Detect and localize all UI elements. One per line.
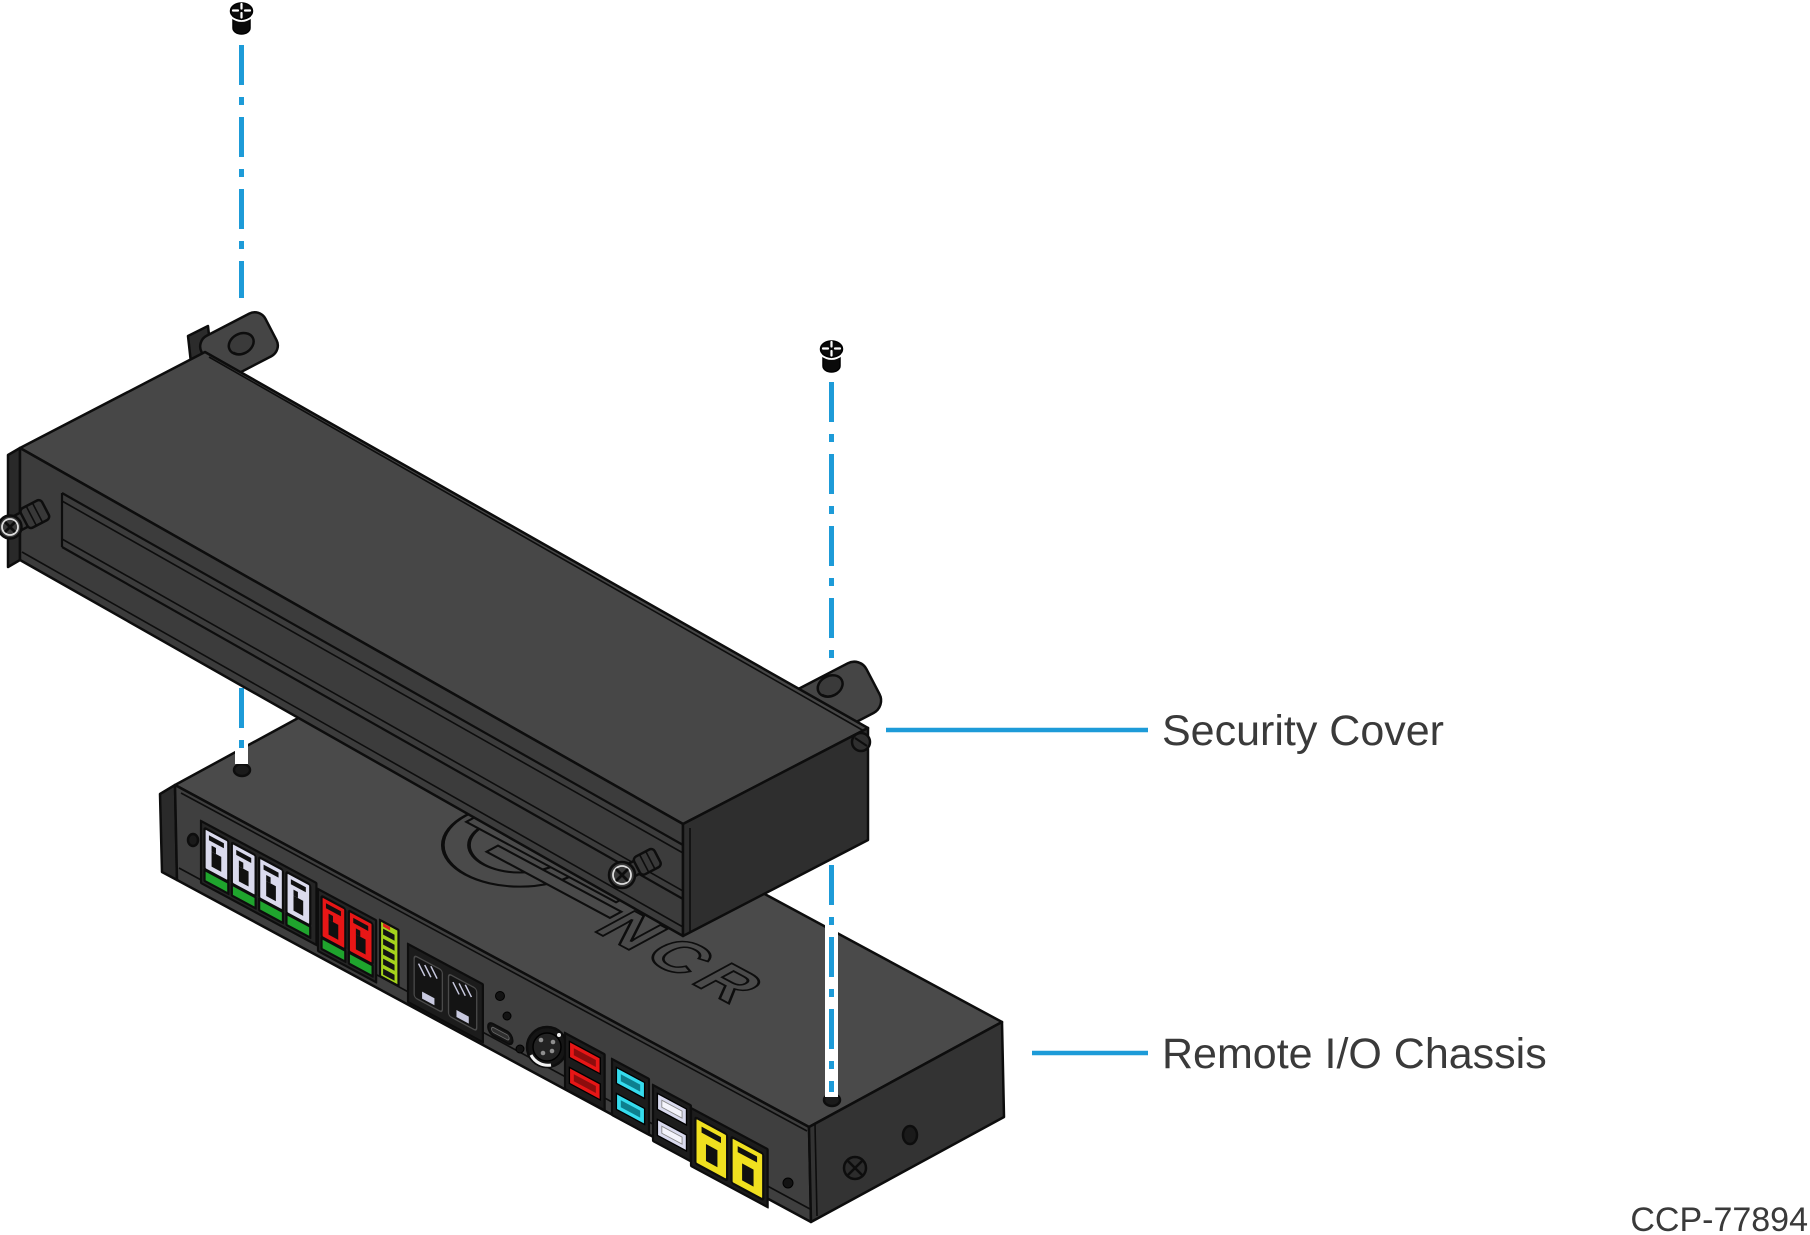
panel-hole: [515, 1044, 525, 1054]
ncr-swoosh-bar: [484, 844, 624, 920]
rj45-port-white: [258, 856, 285, 925]
tab-rivet-slot: [854, 737, 868, 747]
chassis-screw-hole-left: [232, 762, 252, 778]
rj45-bank-yellow: [689, 1106, 769, 1209]
din-connector: [525, 1025, 569, 1069]
mounting-screw-2: [819, 340, 844, 373]
rj45-port-red: [347, 909, 374, 978]
rj45-bank-white: [199, 819, 318, 947]
rj45-port-red: [320, 895, 347, 964]
panel-hole: [502, 1011, 512, 1021]
security-cover: [0, 311, 883, 938]
dual-ethernet-jack: [406, 942, 484, 1044]
chassis-end-screw-cross: [847, 1160, 863, 1176]
chassis-side-hole: [186, 832, 200, 848]
cover-left-end: [6, 446, 22, 569]
cover-channel: [21, 492, 684, 928]
powered-port-cyan: [610, 1057, 651, 1137]
label-remote-io-chassis: Remote I/O Chassis: [1162, 1030, 1547, 1078]
rj45-port-yellow: [730, 1136, 765, 1201]
rj45-port-white: [285, 871, 312, 940]
rj45-bank-red: [316, 887, 378, 984]
part-number: CCP-77894: [1630, 1201, 1808, 1235]
thumbscrew-right: [607, 847, 662, 890]
chassis-end-hole: [901, 1124, 919, 1146]
callout-remote-io-chassis: Remote I/O Chassis: [1032, 1030, 1547, 1078]
led-terminal-block: [378, 918, 400, 988]
micro-connector: [487, 1022, 514, 1046]
powered-port-red: [563, 1031, 606, 1112]
thumbscrew-left: [0, 498, 51, 540]
rj45-port-white: [203, 827, 230, 896]
rj45-port-white: [230, 841, 257, 910]
rj45-port-yellow: [694, 1116, 729, 1182]
label-security-cover: Security Cover: [1162, 707, 1444, 755]
panel-hole: [782, 1177, 794, 1189]
port-row: [199, 819, 794, 1209]
mounting-screw-1: [229, 2, 254, 35]
callout-security-cover: Security Cover: [886, 707, 1444, 755]
remote-io-chassis: NCR: [158, 678, 1006, 1224]
panel-hole: [495, 991, 505, 1001]
